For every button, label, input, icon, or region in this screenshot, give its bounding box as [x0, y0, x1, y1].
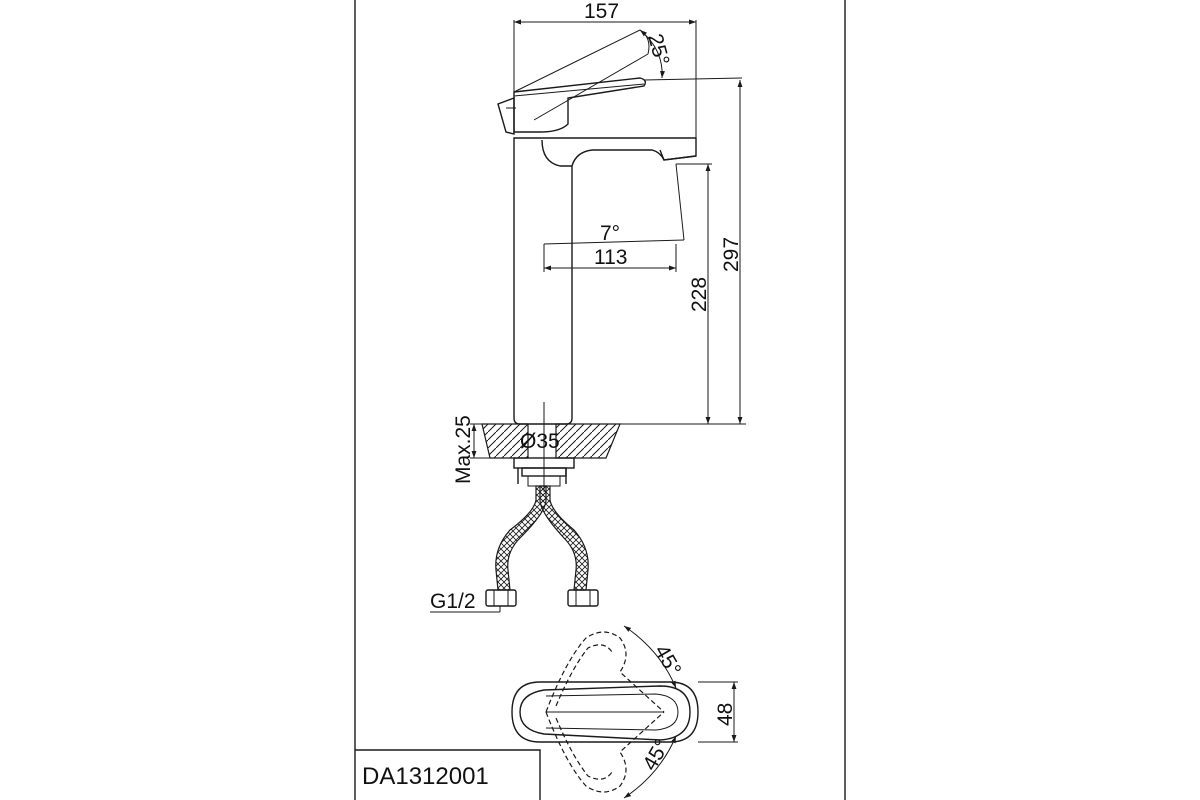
lever-raised-outline — [513, 29, 649, 121]
faucet-top-view — [511, 625, 738, 799]
dim-spout-reach: 113 — [594, 246, 627, 269]
hose-nut-right — [567, 589, 599, 607]
lever-rotated-down — [545, 711, 665, 793]
deck-section — [481, 402, 621, 492]
dim-mount-hole-diameter: Ø35 — [520, 430, 560, 453]
lever-rotated-up — [545, 631, 665, 713]
hose-nut-left — [485, 589, 517, 607]
dim-handle-angle: 25° — [643, 31, 673, 68]
faucet-body — [513, 137, 697, 425]
dim-spout-height: 228 — [688, 277, 711, 312]
dim-total-height: 297 — [720, 237, 743, 272]
dim-max-deck-thickness: Max.25 — [452, 415, 475, 484]
faucet-side-view — [497, 29, 697, 425]
dim-top-view-width: 48 — [714, 703, 737, 726]
lever-top-edge — [513, 83, 645, 97]
dim-total-reach: 157 — [584, 0, 619, 23]
drawing-frame — [354, 0, 846, 800]
handle-cap — [497, 96, 515, 135]
model-code: DA1312001 — [362, 763, 489, 790]
title-block: DA1312001 — [355, 749, 541, 800]
dimension-lines — [430, 19, 746, 613]
dim-inlet-thread: G1/2 — [430, 590, 476, 613]
dim-spout-angle: 7° — [600, 222, 620, 245]
aerator — [659, 149, 697, 161]
dim-rotation-angle-upper: 45° — [650, 641, 686, 680]
flexible-hoses — [485, 485, 599, 607]
spout-underside — [541, 139, 572, 167]
deck-hatch-right — [555, 423, 621, 459]
hose-left — [495, 485, 547, 591]
lever-top-outline — [519, 685, 691, 741]
lever-handle — [513, 77, 647, 133]
hose-right — [539, 485, 589, 591]
